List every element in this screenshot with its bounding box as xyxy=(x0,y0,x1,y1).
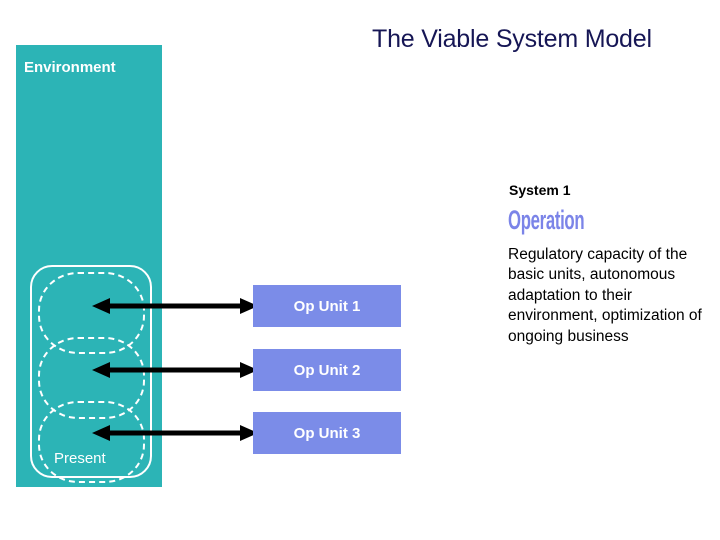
environment-loop-2 xyxy=(38,337,145,419)
system-heading: Operation xyxy=(508,205,585,235)
page-title: The Viable System Model xyxy=(372,25,652,53)
op-unit-box-2[interactable]: Op Unit 2 xyxy=(253,349,401,391)
environment-label: Environment xyxy=(24,59,116,76)
connector-arrow-3 xyxy=(92,425,258,441)
system-number-label: System 1 xyxy=(509,182,571,198)
environment-loop-1 xyxy=(38,272,145,354)
op-unit-box-1[interactable]: Op Unit 1 xyxy=(253,285,401,327)
system-description: Regulatory capacity of the basic units, … xyxy=(508,246,702,345)
environment-loop-3 xyxy=(38,401,145,483)
op-unit-box-3[interactable]: Op Unit 3 xyxy=(253,412,401,454)
connector-arrow-1 xyxy=(92,298,258,314)
connector-arrow-2 xyxy=(92,362,258,378)
present-label: Present xyxy=(54,450,106,467)
